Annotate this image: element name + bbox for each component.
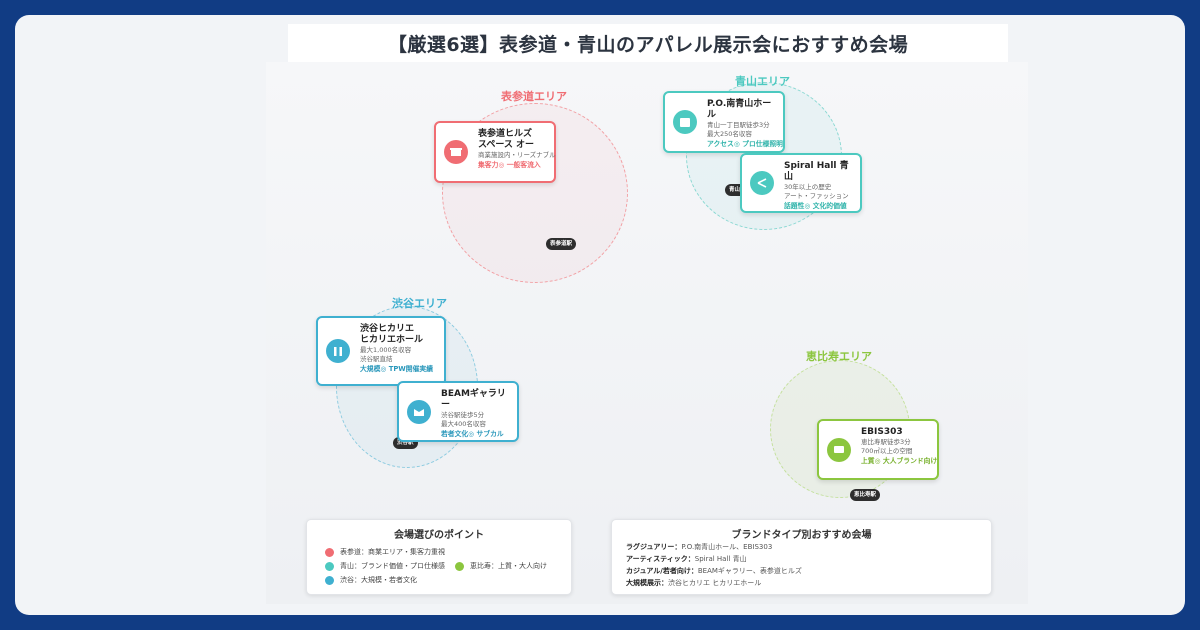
brand-type-row-casual: カジュアル/若者向け：BEAMギャラリー、表参道ヒルズ: [626, 567, 802, 575]
venue-tag: 若者文化◎ サブカル: [441, 430, 504, 438]
page-title-bar: 【厳選6選】表参道・青山のアパレル展示会におすすめ会場: [288, 24, 1008, 62]
venue-area-size: 700㎡以上の空間: [861, 447, 913, 455]
venue-name: BEAMギャラリー: [441, 389, 506, 410]
tower-icon: [326, 339, 350, 363]
brand-type-row-luxury: ラグジュアリー：P.O.南青山ホール、EBIS303: [626, 543, 773, 551]
hall-icon: [827, 437, 851, 462]
venue-tag: 大規模◎ TPW開催実績: [360, 365, 433, 373]
brand-type-panel: ブランドタイプ別おすすめ会場 ラグジュアリー：P.O.南青山ホール、EBIS30…: [611, 519, 992, 595]
zone-label-aoyama: 青山エリア: [735, 75, 790, 88]
venue-detail: 渋谷駅直結: [360, 355, 393, 363]
zone-label-shibuya: 渋谷エリア: [392, 297, 447, 310]
spiral-icon: [750, 171, 774, 195]
station-pin-ebisu: 恵比寿駅: [850, 489, 881, 501]
venue-card-omotesando-hills[interactable]: 表参道ヒルズ スペース オー 商業施設内・リーズナブル 集客力◎ 一般客流入: [434, 121, 556, 183]
venue-name: EBIS303: [861, 427, 903, 437]
station-pin-omotesando: 表参道駅: [546, 238, 577, 250]
venue-card-spiral-hall[interactable]: Spiral Hall 青山 30年以上の歴史 アート・ファッション 話題性◎ …: [740, 153, 862, 213]
venue-genre: アート・ファッション: [784, 192, 849, 200]
legend-item-omotesando: 表参道：商業エリア・集客力重視: [325, 547, 445, 557]
venue-capacity: 最大1,000名収容: [360, 346, 412, 354]
venue-name: 表参道ヒルズ スペース オー: [478, 129, 535, 150]
venue-name: 渋谷ヒカリエ ヒカリエホール: [360, 324, 424, 345]
brand-type-row-artistic: アーティスティック：Spiral Hall 青山: [626, 555, 747, 563]
page-title: 【厳選6選】表参道・青山のアパレル展示会におすすめ会場: [387, 33, 909, 56]
venue-tag: アクセス◎ プロ仕様照明: [707, 140, 783, 148]
brand-type-title: ブランドタイプ別おすすめ会場: [731, 530, 872, 541]
zone-label-ebisu: 恵比寿エリア: [806, 350, 872, 363]
venue-name: P.O.南青山ホール: [707, 99, 772, 120]
legend-dot-shibuya: [325, 575, 334, 585]
venue-name: Spiral Hall 青山: [784, 161, 849, 182]
venue-capacity: 最大250名収容: [707, 130, 752, 138]
venue-card-shibuya-hikarie[interactable]: 渋谷ヒカリエ ヒカリエホール 最大1,000名収容 渋谷駅直結 大規模◎ TPW…: [316, 316, 446, 386]
venue-card-ebis303[interactable]: EBIS303 恵比寿駅徒歩3分 700㎡以上の空間 上質◎ 大人ブランド向け: [817, 419, 939, 480]
venue-tag: 話題性◎ 文化的価値: [784, 202, 847, 210]
legend-dot-ebisu: [455, 561, 464, 571]
legend-dot-omotesando: [325, 547, 334, 557]
venue-card-beam-gallery[interactable]: BEAMギャラリー 渋谷駅徒歩5分 最大400名収容 若者文化◎ サブカル: [397, 381, 519, 442]
legend-title: 会場選びのポイント: [394, 530, 484, 541]
venue-tag: 集客力◎ 一般客流入: [478, 161, 541, 169]
brand-type-row-large-scale: 大規模展示：渋谷ヒカリエ ヒカリエホール: [626, 579, 762, 587]
shop-icon: [444, 140, 468, 164]
legend-dot-aoyama: [325, 561, 334, 571]
venue-card-po-minami-aoyama[interactable]: P.O.南青山ホール 青山一丁目駅徒歩3分 最大250名収容 アクセス◎ プロ仕…: [663, 91, 785, 153]
venue-capacity: 最大400名収容: [441, 420, 486, 428]
legend-item-ebisu: 恵比寿：上質・大人向け: [455, 561, 547, 571]
venue-detail: 恵比寿駅徒歩3分: [861, 438, 911, 446]
legend-item-shibuya: 渋谷：大規模・若者文化: [325, 575, 417, 585]
building-icon: [673, 110, 697, 134]
venue-detail: 青山一丁目駅徒歩3分: [707, 121, 770, 129]
venue-detail: 30年以上の歴史: [784, 183, 832, 191]
legend-item-aoyama: 青山：ブランド価値・プロ仕様感: [325, 561, 445, 571]
zone-label-omotesando: 表参道エリア: [501, 90, 567, 103]
gallery-icon: [407, 399, 431, 424]
venue-detail: 商業施設内・リーズナブル: [478, 151, 556, 159]
venue-detail: 渋谷駅徒歩5分: [441, 411, 485, 419]
legend-panel: 会場選びのポイント 表参道：商業エリア・集客力重視 青山：ブランド価値・プロ仕様…: [306, 519, 572, 595]
venue-tag: 上質◎ 大人ブランド向け: [861, 457, 938, 465]
